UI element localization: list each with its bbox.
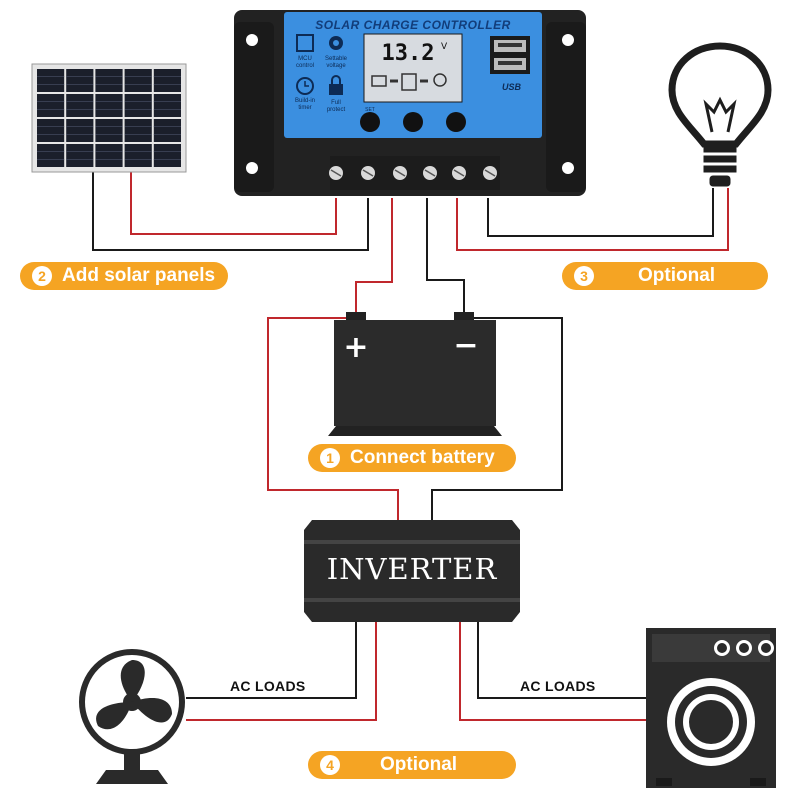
button-label-set: SET [365, 107, 375, 113]
solar-cells [37, 69, 181, 167]
step-4-number: 4 [320, 755, 340, 775]
inverter [304, 520, 520, 622]
lcd-voltage-value: 13.2 [382, 41, 435, 66]
solar-cell [37, 69, 65, 92]
fan-positive-wire [186, 622, 377, 721]
step-3-number: 3 [574, 266, 594, 286]
controller-button-up[interactable] [446, 112, 466, 132]
step-2-number: 2 [32, 266, 52, 286]
solar-cell [95, 119, 123, 142]
usb-label: USB [502, 82, 522, 92]
solar-cell [37, 119, 65, 142]
lock-icon [329, 75, 343, 95]
terminals [329, 166, 497, 180]
gear-icon [329, 36, 343, 50]
inverter-negative-wire [431, 317, 563, 525]
step-2-badge: 2 Add solar panels [20, 262, 228, 290]
step-3-label: Optional [638, 265, 716, 286]
controller-button-down[interactable] [403, 112, 423, 132]
solar-negative-wire [92, 172, 369, 251]
solar-cell [66, 94, 94, 117]
lcd-flow-icons [371, 73, 447, 91]
solar-cell [124, 144, 152, 167]
terminal-screw-slot [484, 169, 496, 177]
solar-cell [95, 144, 123, 167]
bulb-negative-wire [487, 188, 714, 237]
lcd-voltage-unit: V [441, 42, 448, 52]
clock-icon [296, 77, 314, 95]
terminal-screw-slot [330, 169, 342, 177]
mount-hole-left-bottom [246, 162, 258, 174]
step-2-label: Add solar panels [62, 265, 216, 286]
battery-positive-wire-top [355, 198, 393, 314]
step-4-label: Optional [380, 754, 458, 775]
washer-negative-wire [477, 622, 646, 699]
step-1-label: Connect battery [350, 447, 495, 468]
step-4-badge: 4 Optional [308, 751, 516, 779]
usb-ports [490, 36, 530, 74]
solar-cell [66, 119, 94, 142]
mount-hole-left-top [246, 34, 258, 46]
solar-cell [153, 94, 181, 117]
chip-icon [296, 34, 314, 52]
solar-cell [95, 69, 123, 92]
solar-cell [124, 119, 152, 142]
step-3-badge: 3 Optional [562, 262, 768, 290]
mount-hole-right-bottom [562, 162, 574, 174]
terminal-block [330, 156, 500, 190]
fan-negative-wire [186, 622, 357, 699]
solar-cell [124, 69, 152, 92]
terminal-screw-slot [362, 169, 374, 177]
battery-negative-sign: − [453, 328, 478, 363]
solar-cell [37, 94, 65, 117]
battery: + − [328, 312, 502, 436]
solar-cell [153, 144, 181, 167]
washing-machine-icon [646, 628, 776, 788]
terminal-screw-slot [394, 169, 406, 177]
solar-cell [124, 94, 152, 117]
ac-loads-left-label: AC LOADS [230, 678, 306, 694]
battery-negative-wire-top [426, 198, 465, 314]
fan-icon [79, 649, 185, 784]
solar-cell [66, 69, 94, 92]
step-1-badge: 1 Connect battery [308, 444, 516, 472]
step-1-number: 1 [320, 448, 340, 468]
solar-cell [95, 94, 123, 117]
solar-cell [37, 144, 65, 167]
mount-hole-right-top [562, 34, 574, 46]
inverter-positive-wire [267, 317, 399, 525]
light-bulb-icon [668, 42, 772, 187]
controller-button-set[interactable] [360, 112, 380, 132]
ac-loads-right-label: AC LOADS [520, 678, 596, 694]
wires [92, 172, 729, 721]
inverter-label: INVERTER [326, 552, 498, 586]
washer-positive-wire [459, 622, 646, 721]
solar-cell [153, 119, 181, 142]
solar-cell [66, 144, 94, 167]
solar-cell [153, 69, 181, 92]
solar-positive-wire [130, 172, 337, 235]
controller-title: SOLAR CHARGE CONTROLLER [315, 18, 511, 32]
terminal-screw-slot [424, 169, 436, 177]
solar-panel [31, 63, 187, 173]
bulb-positive-wire [456, 188, 729, 251]
battery-positive-sign: + [343, 330, 368, 365]
terminal-screw-slot [453, 169, 465, 177]
